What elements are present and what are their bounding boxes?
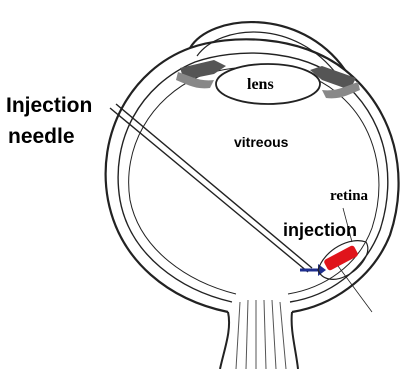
label-retina: retina	[330, 188, 369, 204]
label-injection-needle-line1: Injection	[6, 94, 92, 117]
optic-nerve	[220, 312, 298, 369]
label-lens: lens	[247, 76, 274, 93]
label-injection: injection	[283, 220, 357, 240]
injection-site-marker	[323, 245, 359, 272]
optic-nerve-fibers	[236, 300, 286, 369]
label-vitreous: vitreous	[234, 134, 289, 150]
label-injection-needle-line2: needle	[8, 125, 75, 148]
needle-tip-arrow	[300, 264, 326, 276]
